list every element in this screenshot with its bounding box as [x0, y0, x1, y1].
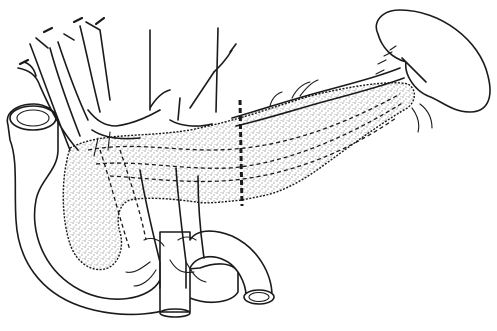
central-vertical-vessels	[150, 28, 218, 120]
